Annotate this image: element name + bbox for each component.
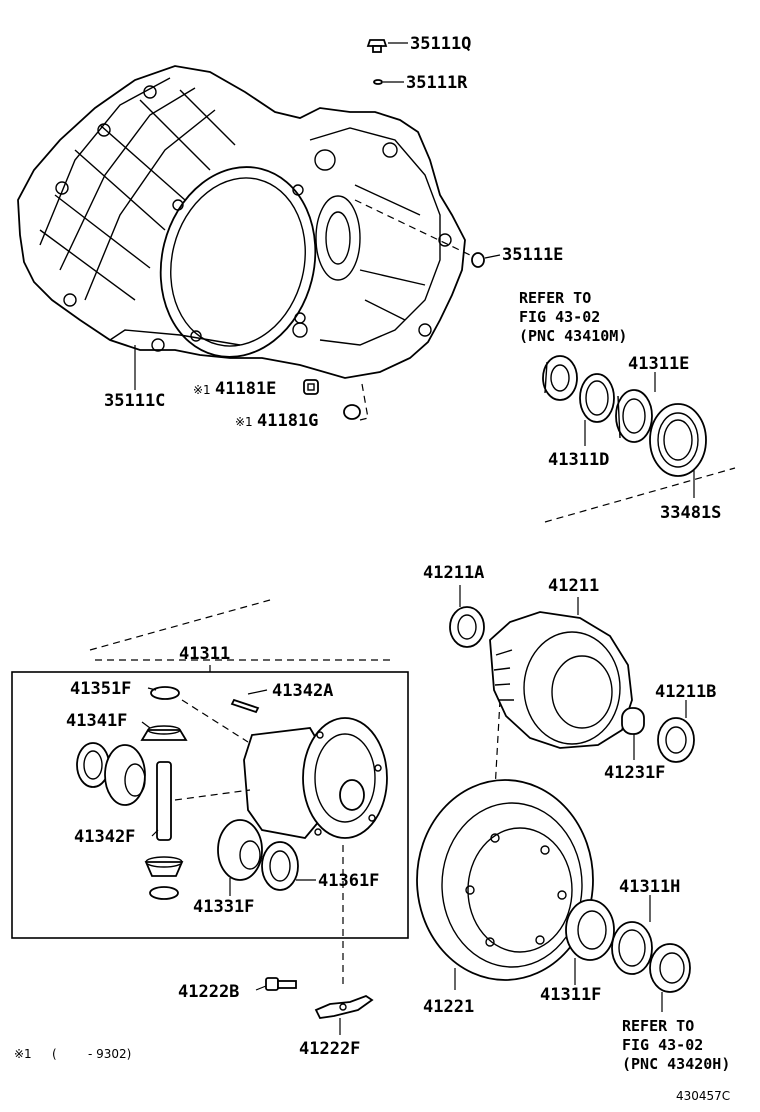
leader-41341f — [141, 721, 151, 729]
shaft-guide — [174, 789, 251, 801]
label-41231f: 41231F — [604, 763, 665, 783]
label-41211: 41211 — [548, 576, 599, 596]
refer-note-upper-line2: FIG 43-02 — [519, 308, 600, 326]
leader-41342a — [247, 689, 268, 695]
gasket-41181g-drawing — [343, 404, 361, 420]
label-35111q: 35111Q — [410, 34, 471, 54]
leader-41181g — [359, 383, 369, 421]
refer-note-upper-line3: (PNC 43410M) — [519, 327, 627, 345]
label-41342a: 41342A — [272, 681, 333, 701]
label-41211b: 41211B — [655, 682, 716, 702]
refer-note-lower-line3: (PNC 43420H) — [622, 1055, 730, 1073]
bearing-group-drawing — [542, 355, 707, 477]
label-33481s: 33481S — [660, 503, 721, 523]
differential-case-internals-drawing — [76, 686, 388, 900]
leader-41351f — [147, 687, 157, 691]
plug-41181e-drawing — [303, 379, 319, 395]
label-41181e: 41181E — [215, 379, 276, 399]
transaxle-case-drawing — [17, 65, 466, 379]
plug-35111r-drawing — [373, 79, 383, 85]
label-41331f: 41331F — [193, 897, 254, 917]
footnote-range: - 9302) — [88, 1047, 131, 1061]
refer-note-upper-line1: REFER TO — [519, 289, 591, 307]
label-41211a: 41211A — [423, 563, 484, 583]
diff-axis-guide-upper — [89, 599, 271, 651]
drain-plug-35111q-drawing — [366, 39, 388, 53]
figure-id: 430457C — [676, 1089, 730, 1103]
refer-note-lower-line1: REFER TO — [622, 1017, 694, 1035]
label-41341f: 41341F — [66, 711, 127, 731]
lock-plate-41222f-drawing — [314, 994, 374, 1019]
footnote-open-paren: ( — [52, 1047, 57, 1061]
label-41311h: 41311H — [619, 877, 680, 897]
label-41361f: 41361F — [318, 871, 379, 891]
label-41311f: 41311F — [540, 985, 601, 1005]
footnote-mark-41181g: ※1 — [235, 415, 253, 429]
ring-gear-axis-guide — [494, 699, 501, 791]
label-41351f: 41351F — [70, 679, 131, 699]
bolt-41222b-drawing — [265, 977, 297, 991]
leader-35111e — [484, 254, 501, 259]
pin-guide — [181, 699, 249, 743]
label-41222f: 41222F — [299, 1039, 360, 1059]
label-41311: 41311 — [179, 644, 230, 664]
label-41342f: 41342F — [74, 827, 135, 847]
label-35111c: 35111C — [104, 391, 165, 411]
leader-41342f — [151, 829, 159, 837]
label-35111e: 35111E — [502, 245, 563, 265]
footnote-mark: ※1 — [14, 1047, 32, 1061]
label-41311d: 41311D — [548, 450, 609, 470]
bearing-axis-guide — [544, 467, 736, 523]
leader-41222b — [255, 985, 267, 991]
refer-note-lower-line2: FIG 43-02 — [622, 1036, 703, 1054]
gasket-35111e-drawing — [471, 252, 485, 268]
label-41181g: 41181G — [257, 411, 318, 431]
ring-gear-group-drawing — [416, 606, 695, 993]
label-35111r: 35111R — [406, 73, 468, 93]
label-41221: 41221 — [423, 997, 474, 1017]
footnote-mark-41181e: ※1 — [193, 383, 211, 397]
label-41311e: 41311E — [628, 354, 689, 374]
case-to-bearing-guide — [354, 199, 471, 256]
label-41222b: 41222B — [178, 982, 239, 1002]
